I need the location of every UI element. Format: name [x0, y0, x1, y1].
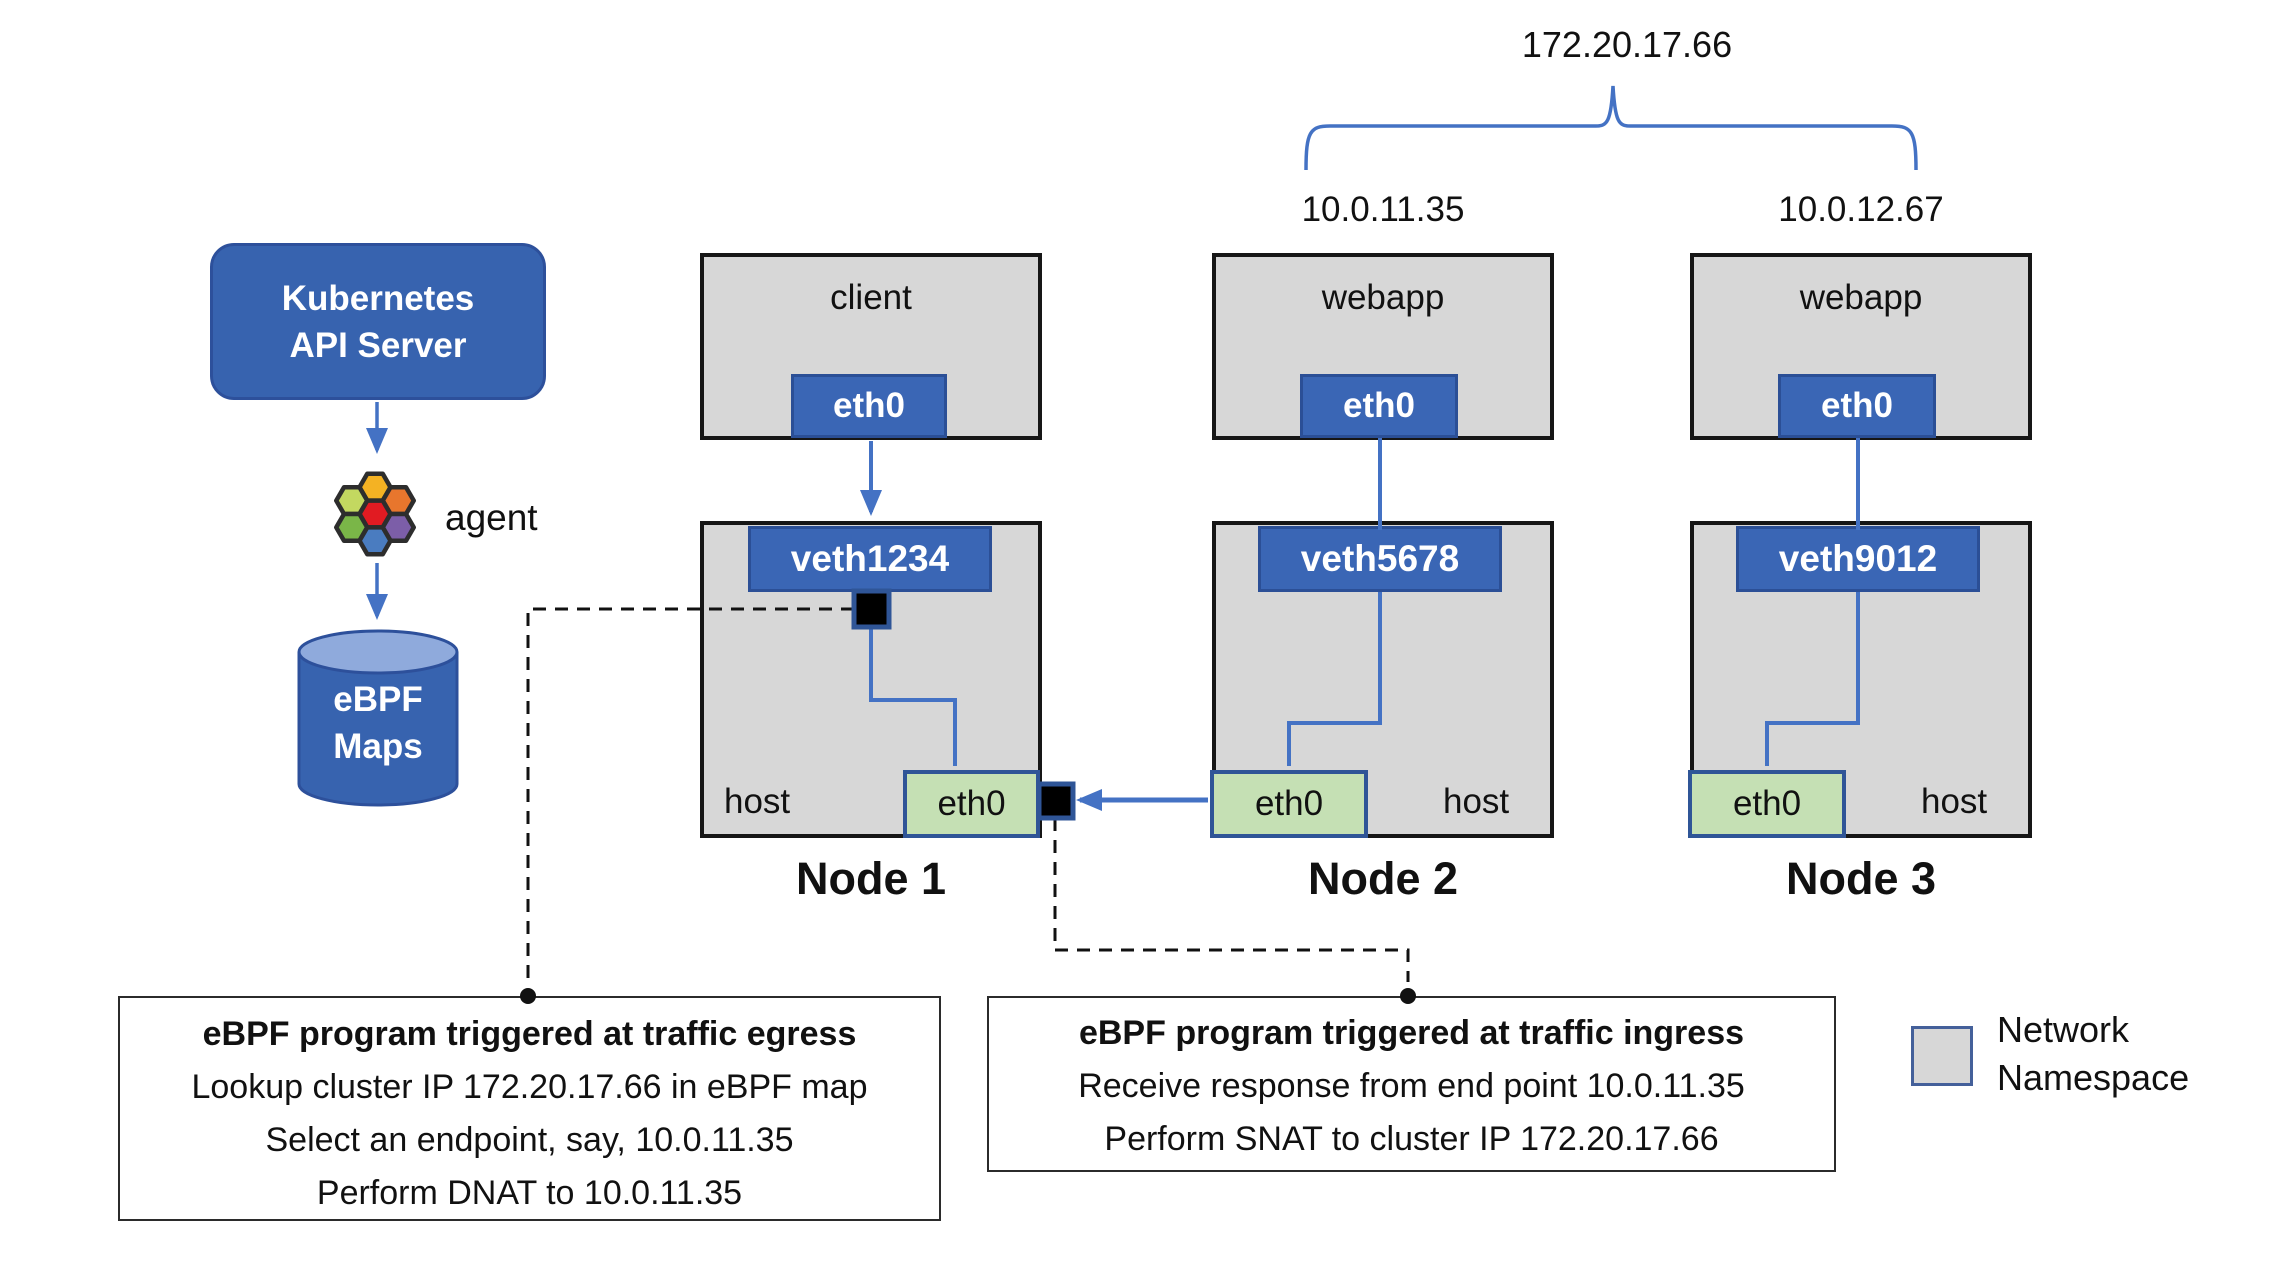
cluster-ip-brace [1304, 85, 1918, 171]
egress-callout-line: Select an endpoint, say, 10.0.11.35 [265, 1121, 794, 1159]
node2-pod-label: webapp [1321, 278, 1445, 317]
cylinder-body [297, 652, 459, 807]
ebpf-maps-label: eBPF Maps [333, 680, 423, 766]
node2-veth-badge: veth5678 [1258, 526, 1502, 592]
egress-callout-line: Lookup cluster IP 172.20.17.66 in eBPF m… [191, 1068, 868, 1106]
agent-label: agent [445, 497, 538, 538]
node2-host-label: host [1443, 782, 1510, 821]
node3-pod-label: webapp [1799, 278, 1923, 317]
ingress-callout-line: Perform SNAT to cluster IP 172.20.17.66 [1104, 1120, 1719, 1158]
node1-pod-eth0-badge: eth0 [791, 374, 947, 438]
node1-veth-badge: veth1234 [748, 526, 992, 592]
node1-host-eth0-badge: eth0 [903, 770, 1040, 838]
ingress-callout-line: Receive response from end point 10.0.11.… [1078, 1067, 1745, 1105]
node2-pod-eth0-badge: eth0 [1300, 374, 1458, 438]
ingress-callout-title: eBPF program triggered at traffic ingres… [1078, 1014, 1745, 1052]
ebpf-maps-cylinder-icon [297, 629, 459, 807]
node3-label: Node 3 [1785, 853, 1937, 904]
cylinder-top [297, 629, 459, 675]
node3-pod-eth0-badge: eth0 [1778, 374, 1936, 438]
endpoint-ip-label-node3: 10.0.12.67 [1778, 190, 1944, 229]
egress-callout-line: Perform DNAT to 10.0.11.35 [316, 1174, 743, 1212]
cluster-ip-label: 172.20.17.66 [1521, 24, 1733, 65]
node1-pod-label: client [830, 278, 912, 317]
endpoint-ip-label-node2: 10.0.11.35 [1301, 190, 1465, 229]
node2-label: Node 2 [1307, 853, 1459, 904]
agent-honeycomb-icon [330, 468, 420, 560]
kubernetes-api-server-box: Kubernetes API Server [210, 243, 546, 400]
node1-label: Node 1 [795, 853, 947, 904]
hexagon-blue [360, 527, 391, 554]
node3-veth-badge: veth9012 [1736, 526, 1980, 592]
node2-host-eth0-badge: eth0 [1210, 770, 1368, 838]
node1-host-label: host [724, 782, 791, 821]
legend-network-namespace-label: Network Namespace [1997, 1009, 2190, 1098]
node3-host-eth0-badge: eth0 [1688, 770, 1846, 838]
node3-host-label: host [1921, 782, 1988, 821]
egress-callout-box: eBPF program triggered at traffic egress… [118, 996, 941, 1221]
egress-callout-title: eBPF program triggered at traffic egress [202, 1015, 857, 1053]
ebpf-ingress-hook-square [1036, 781, 1076, 821]
ingress-callout-box: eBPF program triggered at traffic ingres… [987, 996, 1836, 1172]
legend-network-namespace-swatch [1911, 1026, 1973, 1086]
